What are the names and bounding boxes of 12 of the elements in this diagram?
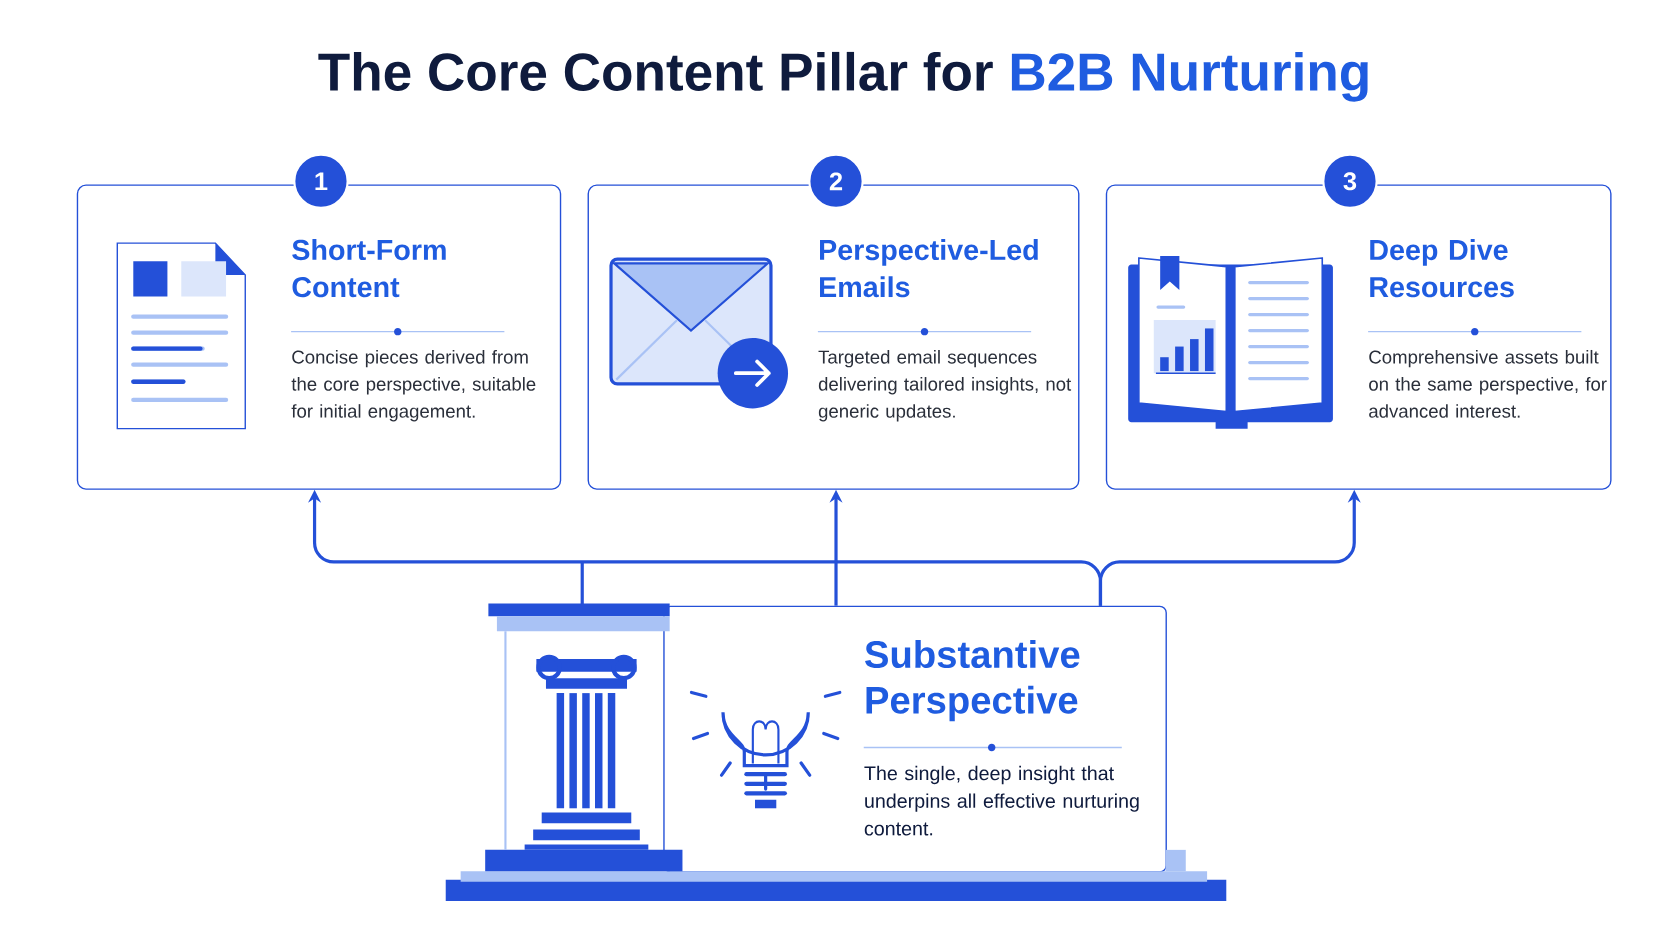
number-badge: 3: [1322, 153, 1378, 210]
card-description: Targeted email sequences delivering tailored insights, not generic updates.: [818, 350, 1072, 422]
box-description: The single, deep insight that underpins all effective nurturing content.: [864, 766, 1139, 836]
title: The Core Content Pillar for B2B Nurturing: [318, 52, 1368, 102]
number-badge: 2: [808, 153, 864, 210]
box-heading: Substantive Perspective: [865, 640, 1080, 722]
card-heading: Perspective-Led Emails: [820, 239, 1038, 298]
card-heading: Short-Form Content: [292, 239, 446, 298]
card-heading: Deep Dive Resources: [1370, 239, 1514, 298]
card-description: Concise pieces derived from the core perspective, suitable for initial engagement.: [291, 350, 536, 422]
card-description: Comprehensive assets built on the same perspective, for advanced interest.: [1369, 350, 1607, 419]
number-badge: 1: [293, 153, 349, 210]
